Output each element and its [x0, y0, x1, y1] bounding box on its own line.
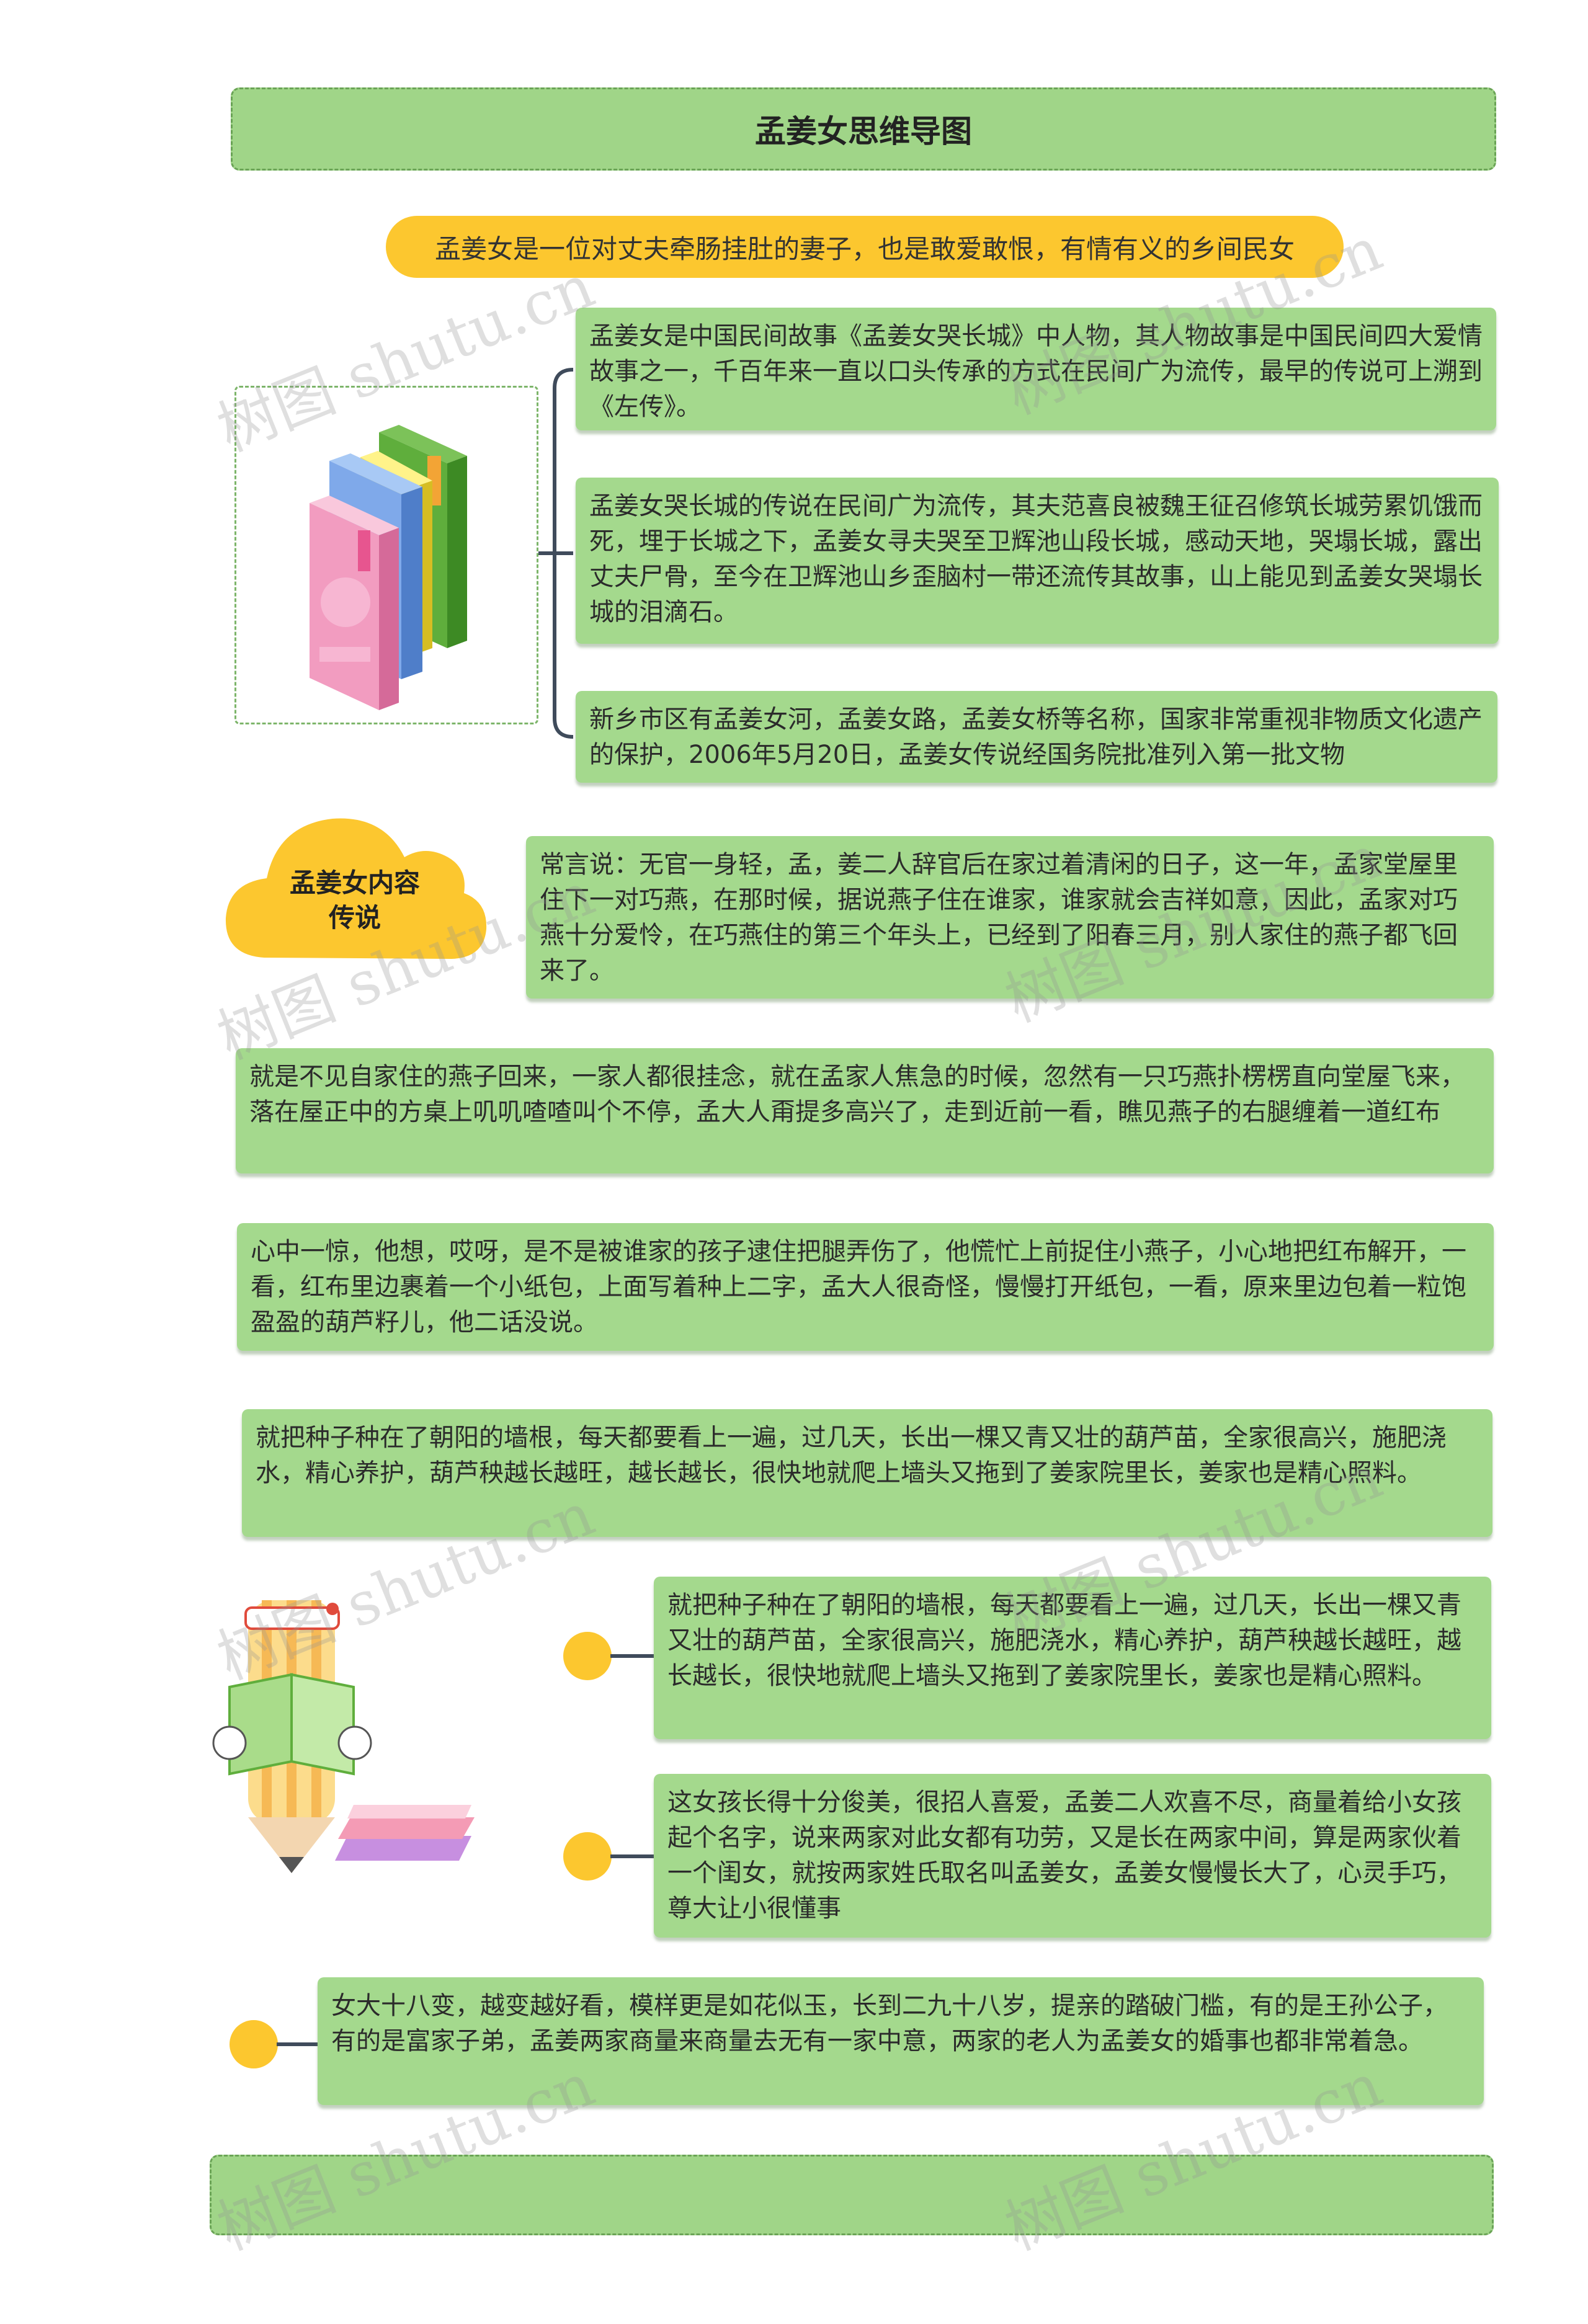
branch3-connector-2	[610, 1854, 655, 1858]
books-icon	[310, 425, 467, 710]
branch1-item-3[interactable]: 新乡市区有孟姜女河，孟姜女路，孟姜女桥等名称，国家非常重视非物质文化遗产的保护，…	[576, 691, 1497, 783]
mindmap-title[interactable]: 孟姜女思维导图	[231, 87, 1496, 171]
branch3-dot-3[interactable]	[230, 2020, 278, 2068]
branch2-item-2[interactable]: 就是不见自家住的燕子回来，一家人都很挂念，就在孟家人焦急的时候，忽然有一只巧燕扑…	[236, 1048, 1494, 1173]
branch2-label[interactable]: 孟姜女内容 传说	[246, 866, 464, 940]
branch2-item-1[interactable]: 常言说：无官一身轻，孟，姜二人辞官后在家过着清闲的日子，这一年，孟家堂屋里住下一…	[526, 836, 1494, 999]
branch3-item-2[interactable]: 这女孩长得十分俊美，很招人喜爱，孟姜二人欢喜不尽，商量着给小女孩起个名字，说来两…	[654, 1774, 1491, 1938]
summary-pill[interactable]: 孟姜女是一位对丈夫牵肠挂肚的妻子，也是敢爱敢恨，有情有义的乡间民女	[386, 216, 1344, 278]
branch3-item-1[interactable]: 就把种子种在了朝阳的墙根，每天都要看上一遍，过几天，长出一棵又青又壮的葫芦苗，全…	[654, 1577, 1491, 1739]
branch3-item-3[interactable]: 女大十八变，越变越好看，模样更是如花似玉，长到二九十八岁，提亲的踏破门槛，有的是…	[318, 1977, 1484, 2105]
bottom-bar[interactable]	[210, 2155, 1494, 2235]
pencil-reading-illustration	[211, 1563, 484, 1885]
branch2-item-3[interactable]: 心中一惊，他想，哎呀，是不是被谁家的孩子逮住把腿弄伤了，他慌忙上前捉住小燕子，小…	[237, 1223, 1494, 1351]
books-image-frame	[234, 386, 538, 724]
pencil-character-icon	[212, 1600, 475, 1873]
branch1-item-2[interactable]: 孟姜女哭长城的传说在民间广为流传，其夫范喜良被魏王征召修筑长城劳累饥饿而死，埋于…	[576, 478, 1499, 644]
branch2-cloud	[221, 809, 491, 968]
branch1-connector	[538, 367, 576, 739]
branch3-dot-2[interactable]	[563, 1832, 612, 1881]
cloud-shape	[225, 818, 487, 959]
branch2-label-line1: 孟姜女内容	[289, 868, 420, 898]
branch3-dot-1[interactable]	[563, 1632, 612, 1680]
branch1-item-1[interactable]: 孟姜女是中国民间故事《孟姜女哭长城》中人物，其人物故事是中国民间四大爱情故事之一…	[576, 308, 1496, 430]
branch3-connector-1	[610, 1654, 655, 1658]
branch2-item-4[interactable]: 就把种子种在了朝阳的墙根，每天都要看上一遍，过几天，长出一棵又青又壮的葫芦苗，全…	[242, 1409, 1492, 1537]
branch3-connector-3	[277, 2042, 319, 2046]
branch2-label-line2: 传说	[328, 902, 381, 933]
